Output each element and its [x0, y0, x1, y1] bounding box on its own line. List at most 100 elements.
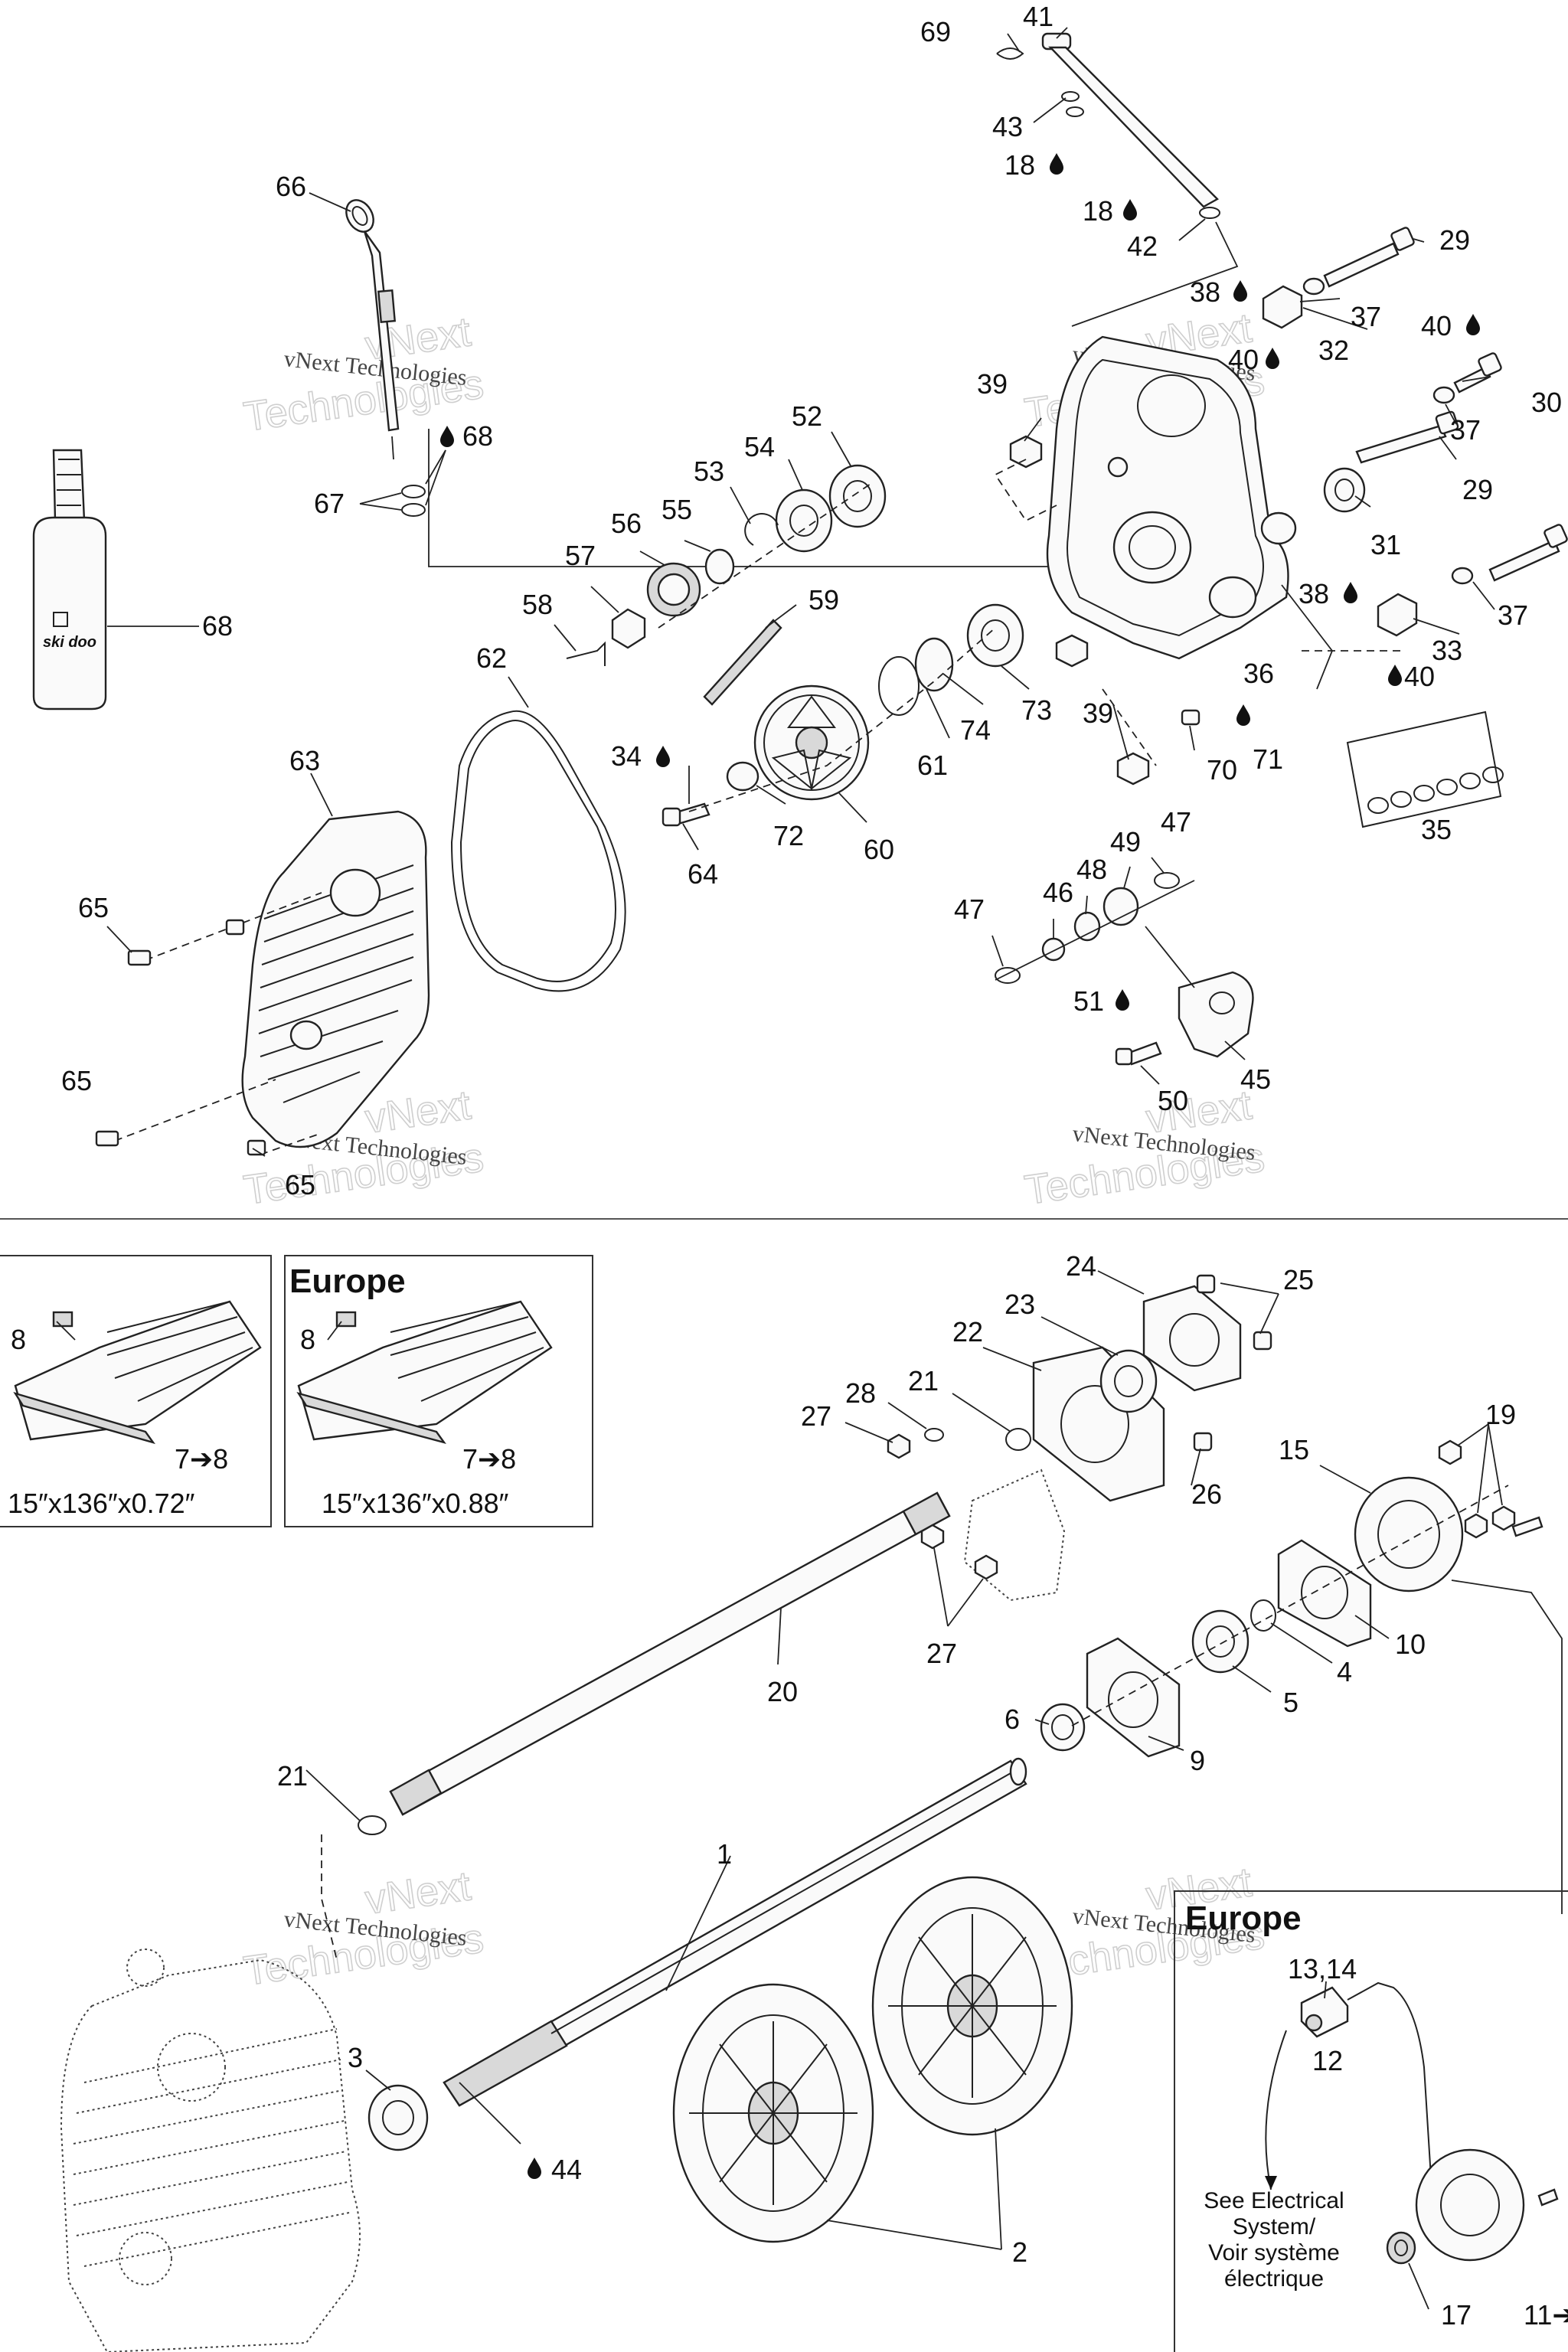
callout-58: 58 — [522, 589, 553, 620]
callout-10: 10 — [1395, 1628, 1426, 1660]
nut-39 — [1055, 634, 1089, 668]
bearing-48 — [1073, 911, 1101, 942]
nuts-19 — [1438, 1439, 1516, 1539]
spacer-74 — [914, 637, 954, 692]
callout-61: 61 — [917, 750, 948, 781]
spacer-46 — [1041, 937, 1066, 962]
callout-20: 20 — [767, 1676, 798, 1707]
roller-49 — [1102, 887, 1139, 926]
callout-47: 47 — [1161, 806, 1191, 838]
track-illustration — [13, 1300, 262, 1445]
callout-32: 32 — [1318, 335, 1349, 366]
callout-38: 38 — [1190, 276, 1220, 308]
o-ring-62 — [450, 710, 626, 992]
callout-37: 37 — [1351, 301, 1381, 332]
callout-53: 53 — [694, 456, 724, 487]
callout-51: 51 — [1073, 985, 1104, 1017]
plug-70 — [1181, 709, 1200, 726]
callout-7: 7➔8 — [462, 1443, 516, 1475]
europe-label-sensor: Europe — [1185, 1900, 1302, 1937]
tensioner-45 — [1178, 971, 1254, 1058]
callout-24: 24 — [1066, 1250, 1096, 1282]
washer-37 — [1432, 386, 1455, 404]
callout-27: 27 — [926, 1638, 957, 1669]
callout-55: 55 — [662, 494, 692, 525]
nuts-27 — [920, 1524, 998, 1580]
callout-66: 66 — [276, 171, 306, 202]
chaincase-cover-63 — [241, 810, 430, 1148]
callout-18: 18 — [1083, 195, 1113, 227]
callout-69: 69 — [920, 16, 951, 47]
callout-30: 30 — [1531, 387, 1562, 418]
nut-39 — [1116, 752, 1150, 786]
callout-26: 26 — [1191, 1478, 1222, 1510]
callout-68: 68 — [462, 420, 493, 452]
seal-3 — [368, 2084, 429, 2151]
bolt-50 — [1115, 1041, 1162, 1066]
callout-29: 29 — [1462, 474, 1493, 505]
callout-22: 22 — [952, 1316, 983, 1348]
callout-41: 41 — [1023, 1, 1054, 32]
callout-5: 5 — [1283, 1687, 1298, 1718]
drive-axle-1 — [443, 1757, 1027, 2107]
speed-sensor-panel-europe — [1174, 1890, 1568, 2352]
callout-39: 39 — [977, 368, 1008, 400]
callout-1: 1 — [717, 1838, 732, 1870]
o-ring-42 — [1199, 207, 1220, 219]
callout-57: 57 — [565, 540, 596, 571]
callout-37: 37 — [1450, 414, 1481, 446]
callout-17: 17 — [1441, 2299, 1472, 2331]
o-ring-67 — [401, 503, 426, 517]
housing-24 — [1142, 1285, 1242, 1392]
circlip-53 — [744, 513, 779, 546]
oil-drop-icon — [528, 2158, 541, 2179]
callout-11: 11➔ — [1524, 2299, 1568, 2331]
oil-bottle-68: ski doo — [32, 449, 107, 710]
nut-33 — [1377, 593, 1418, 637]
track-illustration — [296, 1300, 553, 1445]
bearing-73 — [966, 603, 1024, 668]
washer-28 — [924, 1428, 944, 1442]
bolts-25-26 — [1193, 1274, 1272, 1452]
callout-54: 54 — [744, 431, 775, 462]
clip-69 — [996, 47, 1024, 60]
spacer-55 — [704, 548, 735, 585]
callout-40: 40 — [1228, 344, 1259, 375]
circlip-4 — [1250, 1599, 1276, 1632]
callout-63: 63 — [289, 745, 320, 776]
callout-59: 59 — [808, 584, 839, 616]
see-electrical-note: See Electrical System/ Voir système élec… — [1204, 2188, 1344, 2292]
spacer-72 — [726, 761, 760, 792]
sprocket-60 — [753, 684, 870, 801]
watermark-big: vNext — [362, 1863, 473, 1923]
callout-49: 49 — [1110, 826, 1141, 858]
sensor-lead — [1265, 2030, 1287, 2190]
callout-48: 48 — [1076, 854, 1107, 885]
callout-60: 60 — [864, 834, 894, 865]
callout-labels: 69 41 43 18 18 42 29 38 37 40 32 40 30 3… — [8, 1, 1568, 2331]
bearing-23 — [1099, 1349, 1158, 1413]
bushing-31 — [1323, 467, 1366, 513]
callout-68: 68 — [202, 610, 233, 642]
nut-32 — [1262, 285, 1303, 329]
housing-15 — [1354, 1476, 1464, 1592]
callout-72: 72 — [773, 820, 804, 851]
callout-9: 9 — [1190, 1745, 1205, 1776]
bolt-65 — [225, 919, 245, 936]
washer-37 — [1451, 567, 1474, 585]
chaincase-ghost-outline — [60, 1949, 361, 2352]
callout-15: 15 — [1279, 1434, 1309, 1465]
nut-57 — [611, 608, 646, 649]
bolt-29 — [1355, 410, 1459, 464]
callout-73: 73 — [1021, 694, 1052, 726]
callout-70: 70 — [1207, 754, 1237, 786]
o-ring-43 — [1066, 106, 1084, 117]
callout-21: 21 — [908, 1365, 939, 1396]
gear-17 — [1386, 2231, 1416, 2265]
oil-drop-icon — [1344, 582, 1357, 603]
callout-46: 46 — [1043, 877, 1073, 908]
bearing-5 — [1191, 1609, 1250, 1674]
callout-25: 25 — [1283, 1264, 1314, 1295]
track-size-europe: 15″x136″x0.88″ — [322, 1488, 509, 1519]
